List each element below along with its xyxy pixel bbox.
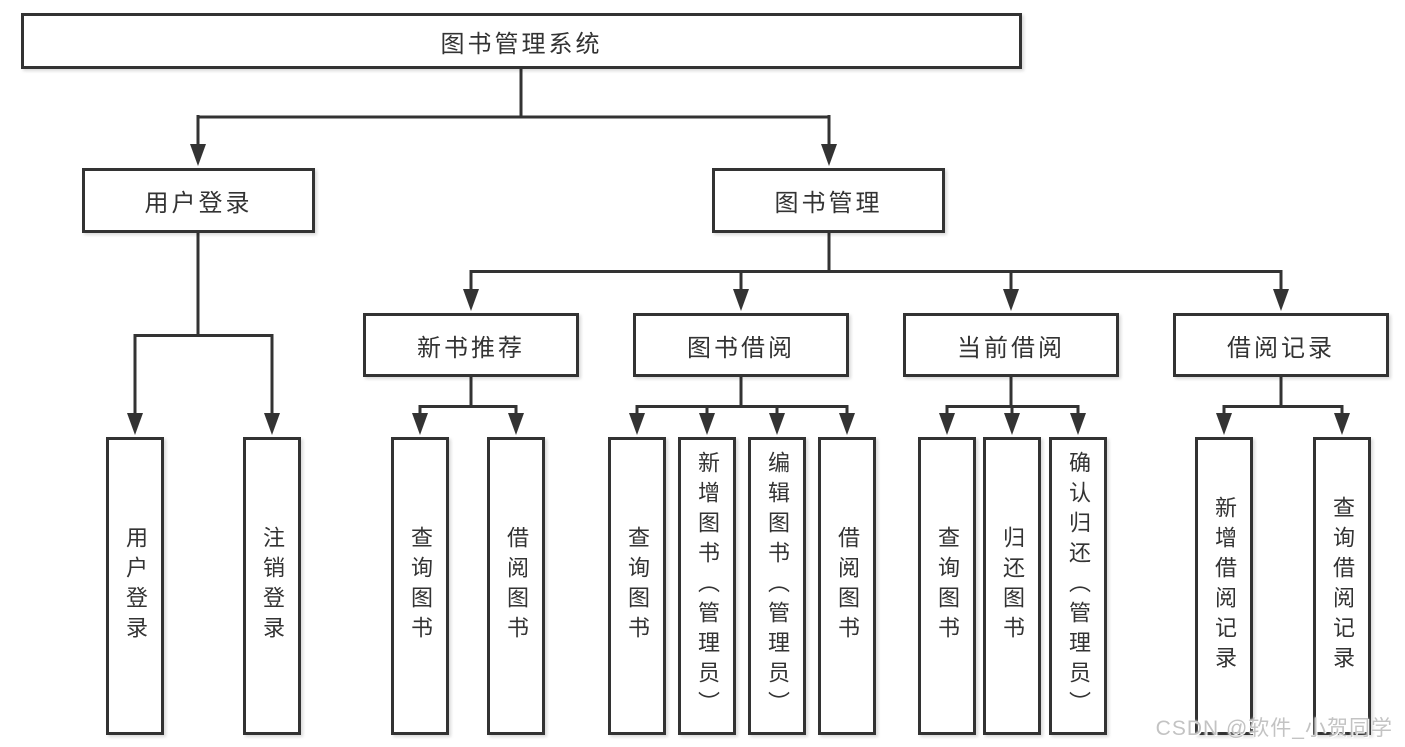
node-user-login: 用户登录	[82, 168, 315, 233]
leaf-confirm-return-admin: 确认归还（管理员）	[1049, 437, 1107, 735]
leaf-return-book: 归还图书	[983, 437, 1041, 735]
leaf-borrow-books: 借阅图书	[818, 437, 876, 735]
leaf-logout: 注销登录	[243, 437, 301, 735]
leaf-query-books-recommend: 查询图书	[391, 437, 449, 735]
node-borrow-records: 借阅记录	[1173, 313, 1389, 377]
node-current-borrow: 当前借阅	[903, 313, 1119, 377]
leaf-add-borrow-record: 新增借阅记录	[1195, 437, 1253, 735]
leaf-user-login: 用户登录	[106, 437, 164, 735]
arrowhead-icons	[127, 144, 1350, 435]
node-root-system: 图书管理系统	[21, 13, 1022, 69]
node-book-management: 图书管理	[712, 168, 945, 233]
leaf-add-book-admin: 新增图书（管理员）	[678, 437, 736, 735]
leaf-query-books-current: 查询图书	[918, 437, 976, 735]
leaf-edit-book-admin: 编辑图书（管理员）	[748, 437, 806, 735]
node-book-borrow: 图书借阅	[633, 313, 849, 377]
leaf-query-books-borrow: 查询图书	[608, 437, 666, 735]
leaf-query-borrow-record: 查询借阅记录	[1313, 437, 1371, 735]
node-new-book-recommend: 新书推荐	[363, 313, 579, 377]
leaf-borrow-books-recommend: 借阅图书	[487, 437, 545, 735]
csdn-watermark: CSDN @软件_小贺同学	[1155, 717, 1393, 740]
